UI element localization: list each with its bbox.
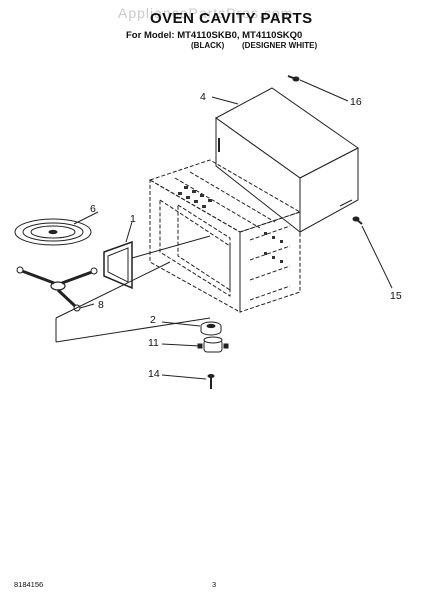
callout-6: 6 — [90, 203, 96, 215]
oven-cavity-body — [148, 159, 302, 313]
glass-tray — [14, 218, 92, 246]
page-title: OVEN CAVITY PARTS — [150, 10, 313, 27]
variant-white: (DESIGNER WHITE) — [242, 41, 318, 50]
callout-labels: 4 16 6 1 8 2 11 14 15 — [90, 91, 402, 380]
coupler — [200, 321, 222, 336]
document-number: 8184156 — [14, 580, 44, 589]
callout-14: 14 — [148, 368, 160, 380]
model-line: For Model: MT4110SKB0, MT4110SKQ0 — [126, 30, 303, 41]
callout-8: 8 — [98, 299, 104, 311]
waveguide-frame — [103, 235, 211, 290]
cabinet-screw-side — [352, 216, 363, 225]
cavity-vent-holes — [178, 186, 283, 263]
callout-16: 16 — [350, 96, 362, 108]
outer-cabinet — [215, 87, 359, 234]
callout-11: 11 — [148, 337, 159, 349]
cabinet-screw-top — [287, 75, 300, 82]
turntable-motor — [197, 336, 229, 353]
callout-2: 2 — [150, 314, 156, 326]
callout-4: 4 — [200, 91, 206, 103]
roller-support — [16, 266, 98, 312]
variant-black: (BLACK) — [191, 41, 225, 50]
callout-1: 1 — [130, 213, 136, 225]
page-number: 3 — [212, 580, 217, 589]
motor-screw — [207, 374, 215, 389]
watermark: AppliancePartsPros.com — [118, 5, 294, 21]
leader-lines — [73, 79, 393, 380]
callout-15: 15 — [390, 290, 402, 302]
assembly-bracket-lines — [55, 261, 211, 343]
